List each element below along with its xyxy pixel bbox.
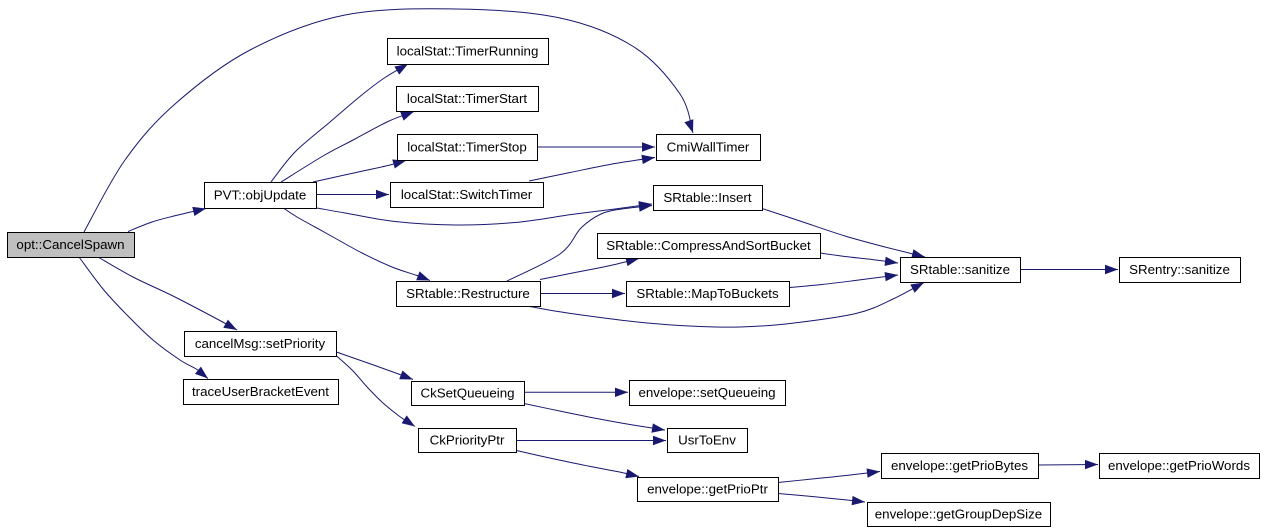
svg-text:SRtable::Restructure: SRtable::Restructure bbox=[406, 286, 530, 301]
svg-text:envelope::getGroupDepSize: envelope::getGroupDepSize bbox=[875, 507, 1042, 522]
svg-text:localStat::TimerStop: localStat::TimerStop bbox=[407, 140, 527, 155]
svg-text:CkPriorityPtr: CkPriorityPtr bbox=[430, 433, 505, 448]
svg-text:envelope::getPrioBytes: envelope::getPrioBytes bbox=[891, 458, 1028, 473]
svg-text:CmiWallTimer: CmiWallTimer bbox=[667, 140, 750, 155]
svg-text:SRtable::CompressAndSortBucket: SRtable::CompressAndSortBucket bbox=[606, 238, 811, 253]
svg-text:opt::CancelSpawn: opt::CancelSpawn bbox=[16, 237, 124, 252]
svg-text:SRtable::Insert: SRtable::Insert bbox=[663, 190, 751, 205]
svg-text:localStat::SwitchTimer: localStat::SwitchTimer bbox=[401, 187, 533, 202]
svg-text:envelope::setQueueing: envelope::setQueueing bbox=[638, 385, 775, 400]
svg-text:CkSetQueueing: CkSetQueueing bbox=[420, 386, 514, 401]
svg-text:localStat::TimerStart: localStat::TimerStart bbox=[407, 91, 528, 106]
svg-text:traceUserBracketEvent: traceUserBracketEvent bbox=[192, 384, 329, 399]
svg-text:SRentry::sanitize: SRentry::sanitize bbox=[1129, 262, 1230, 277]
svg-text:UsrToEnv: UsrToEnv bbox=[678, 433, 736, 448]
svg-text:cancelMsg::setPriority: cancelMsg::setPriority bbox=[195, 336, 326, 351]
svg-text:envelope::getPrioWords: envelope::getPrioWords bbox=[1108, 458, 1250, 473]
svg-text:localStat::TimerRunning: localStat::TimerRunning bbox=[397, 44, 539, 59]
svg-text:PVT::objUpdate: PVT::objUpdate bbox=[214, 188, 307, 203]
svg-text:envelope::getPrioPtr: envelope::getPrioPtr bbox=[647, 482, 768, 497]
svg-text:SRtable::MapToBuckets: SRtable::MapToBuckets bbox=[636, 286, 779, 301]
svg-text:SRtable::sanitize: SRtable::sanitize bbox=[910, 262, 1010, 277]
